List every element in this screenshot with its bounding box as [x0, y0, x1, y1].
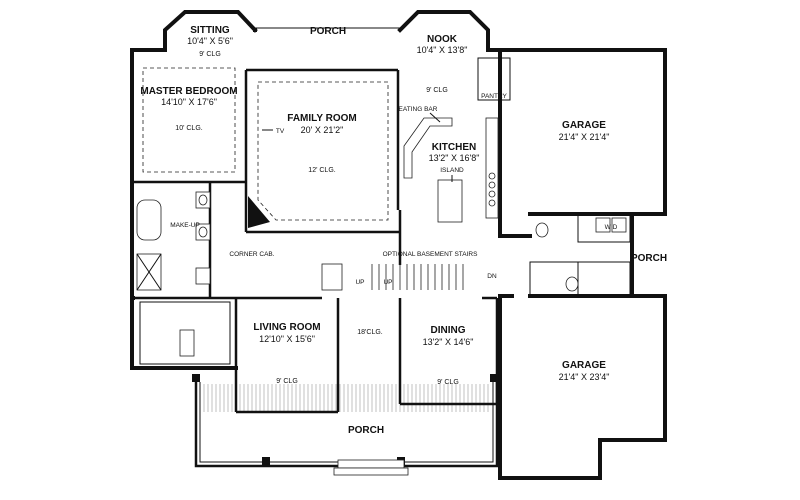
kitchen-dims: 13'2" X 16'8": [429, 153, 480, 163]
fixtures: [136, 117, 627, 365]
dining-name: DINING: [431, 325, 466, 336]
master-bedroom-dims: 14'10" X 17'6": [161, 97, 217, 107]
garage-top-name: GARAGE: [562, 120, 606, 131]
master-bedroom-name: MASTER BEDROOM: [140, 86, 237, 97]
hall-ceiling-note: 18'CLG.: [357, 329, 383, 336]
dn-note: DN: [487, 273, 497, 280]
nook-dims: 10'4" X 13'8": [417, 45, 468, 55]
island-note: ISLAND: [440, 167, 464, 174]
porch-right-name: PORCH: [631, 253, 667, 264]
master-bedroom-ceiling: 10' CLG.: [175, 125, 202, 132]
dining-dims: 13'2" X 14'6": [423, 337, 474, 347]
eating-bar-note: EATING BAR: [399, 106, 438, 113]
make-up-note: MAKE-UP: [170, 222, 200, 229]
living-room-ceiling: 9' CLG: [276, 378, 298, 385]
family-room-name: FAMILY ROOM: [287, 113, 356, 124]
porch-bottom-name: PORCH: [348, 425, 384, 436]
kitchen-name: KITCHEN: [432, 142, 476, 153]
room-labels: SITTING 10'4" X 5'6" 9' CLG PORCH NOOK 1…: [140, 25, 667, 436]
corner-cab-note: CORNER CAB.: [229, 251, 274, 258]
washer-dryer-note: W D: [605, 224, 618, 231]
pantry-name: PANTRY: [481, 93, 507, 100]
tv-note: TV: [276, 128, 285, 135]
garage-bottom-name: GARAGE: [562, 360, 606, 371]
nook-ceiling: 9' CLG: [426, 87, 448, 94]
basement-stairs-note: OPTIONAL BASEMENT STAIRS: [383, 251, 479, 258]
nook-name: NOOK: [427, 34, 458, 45]
plan-notes: EATING BAR ISLAND TV MAKE-UP CORNER CAB.…: [170, 106, 617, 336]
family-room-dims: 20' X 21'2": [301, 125, 344, 135]
garage-top-dims: 21'4" X 21'4": [559, 132, 610, 142]
dining-ceiling: 9' CLG: [437, 379, 459, 386]
sitting-ceiling: 9' CLG: [199, 51, 221, 58]
living-room-dims: 12'10" X 15'6": [259, 334, 315, 344]
porch-top-name: PORCH: [310, 26, 346, 37]
garage-bottom-dims: 21'4" X 23'4": [559, 372, 610, 382]
ceiling-outlines: [142, 67, 389, 221]
front-porch: [192, 374, 499, 476]
living-room-name: LIVING ROOM: [253, 322, 320, 333]
family-room-ceiling: 12' CLG.: [308, 167, 335, 174]
up-left-note: UP: [355, 279, 364, 286]
sitting-dims: 10'4" X 5'6": [187, 36, 233, 46]
up-right-note: UP: [383, 279, 392, 286]
sitting-name: SITTING: [190, 25, 230, 36]
